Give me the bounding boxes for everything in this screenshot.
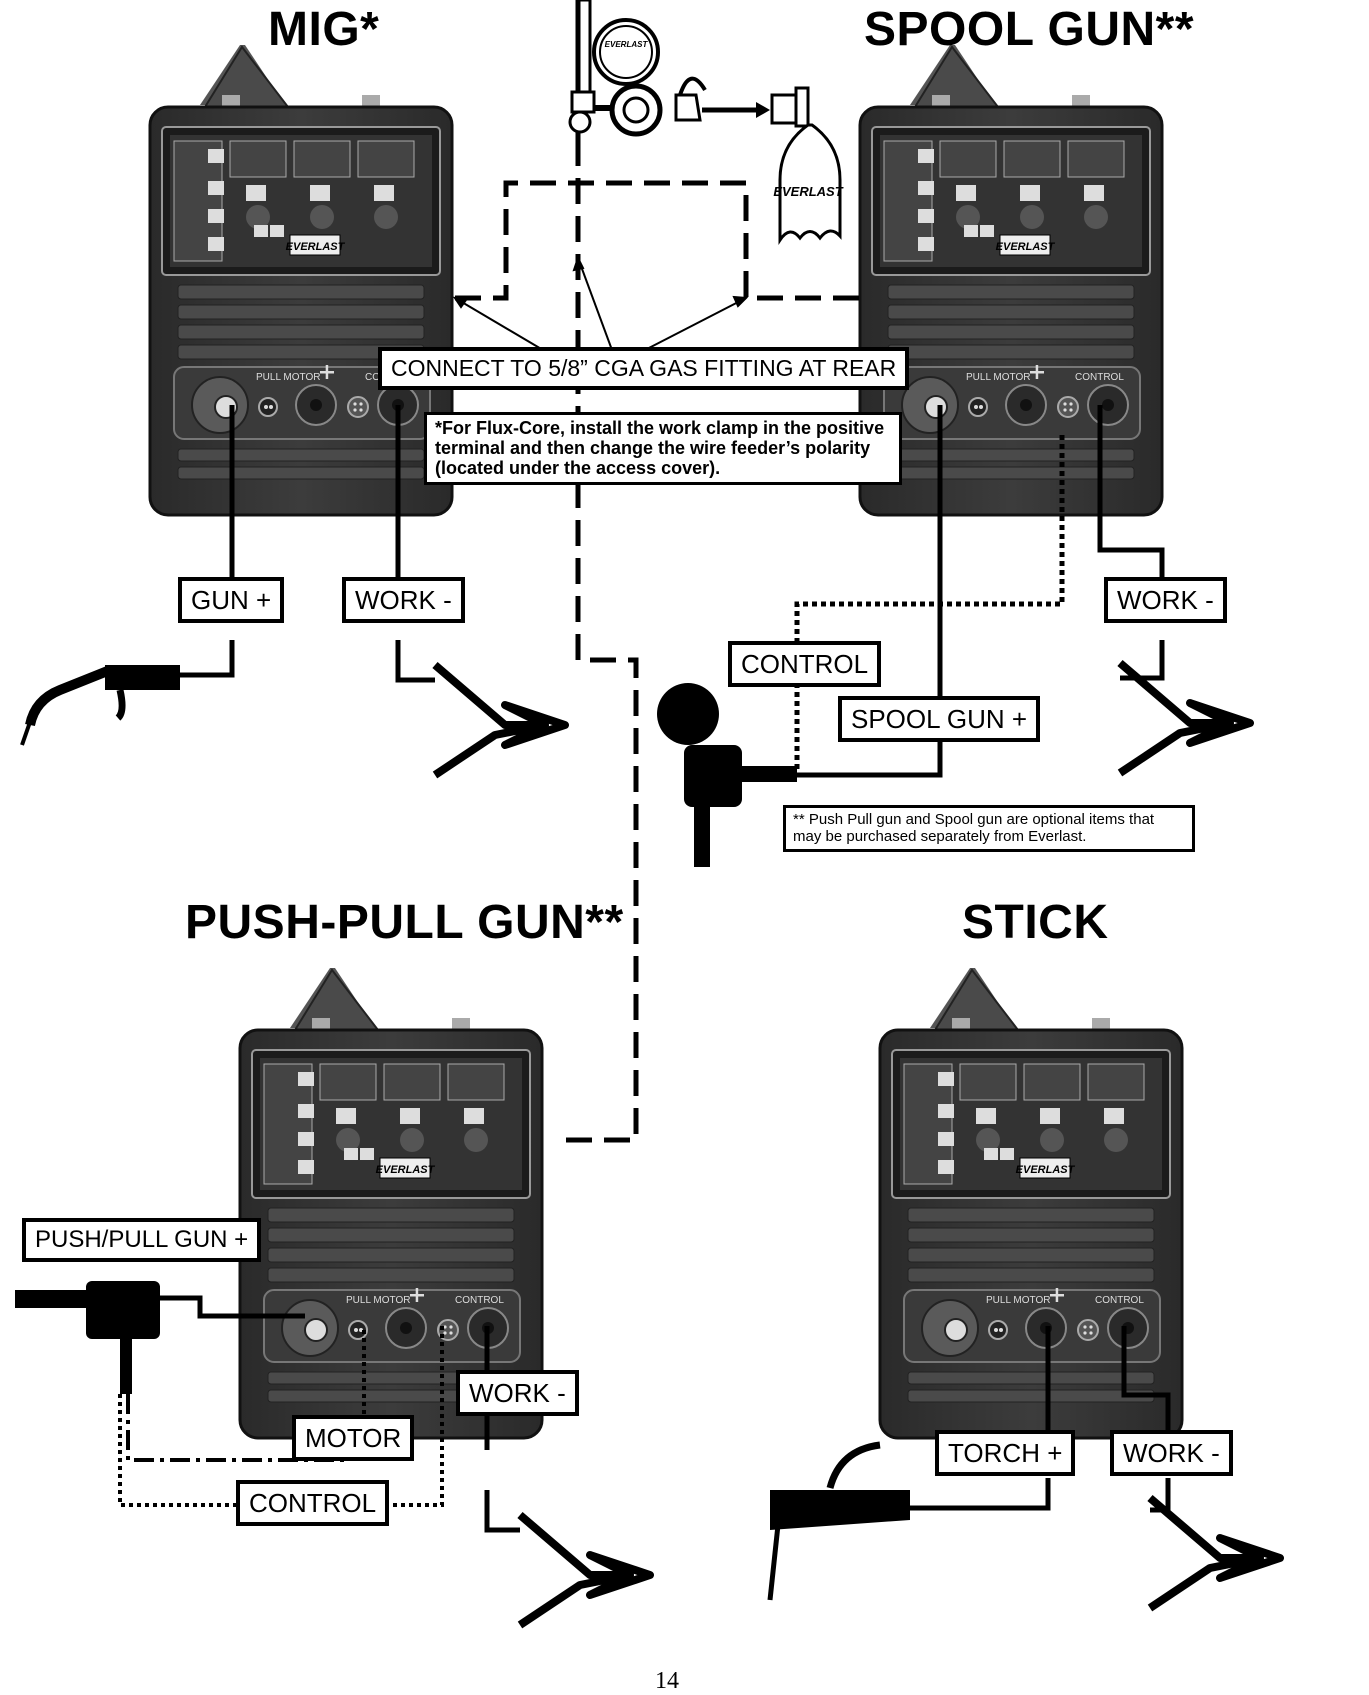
stick-cables [908, 1326, 1171, 1513]
title-push-pull-gun: PUSH-PULL GUN** [185, 896, 624, 949]
flux-core-note: *For Flux-Core, install the work clamp i… [424, 412, 902, 486]
mig-cables [180, 405, 435, 683]
mig-gun [20, 665, 180, 746]
gas-cylinder: EVERLAST [770, 86, 844, 245]
optional-items-note: ** Push Pull gun and Spool gun are optio… [783, 805, 1195, 852]
label-work-pushpull: WORK - [456, 1370, 579, 1416]
label-work-stick: WORK - [1110, 1430, 1233, 1476]
svg-text:EVERLAST: EVERLAST [605, 40, 649, 49]
label-torch-plus: TORCH + [935, 1430, 1076, 1476]
pushpull-control-line [390, 1326, 444, 1507]
svg-text:EVERLAST: EVERLAST [773, 184, 843, 199]
page-number: 14 [655, 1668, 679, 1694]
welder-mig [148, 43, 454, 517]
title-spool-gun: SPOOL GUN** [864, 3, 1195, 56]
welder-pushpull [238, 966, 544, 1440]
title-stick: STICK [962, 896, 1109, 949]
label-motor: MOTOR [292, 1415, 415, 1461]
gas-arrows [452, 255, 749, 351]
label-gun-plus: GUN + [178, 577, 285, 623]
spool-control-line [794, 435, 1065, 770]
gas-lines [455, 140, 860, 1143]
welder-stick [878, 966, 1184, 1440]
gas-fitting-note: CONNECT TO 5/8” CGA GAS FITTING AT REAR [378, 347, 910, 390]
title-mig: MIG* [268, 3, 380, 56]
label-control-spool: CONTROL [728, 641, 882, 687]
gas-regulator: EVERLAST [568, 0, 770, 140]
pushpull-work-clamp [520, 1515, 650, 1625]
spool-gun-icon [657, 683, 797, 867]
label-push-pull-gun-plus: PUSH/PULL GUN + [22, 1218, 262, 1262]
welder-spool [858, 43, 1164, 517]
push-pull-gun-icon [15, 1281, 160, 1394]
stick-torch-icon [767, 1441, 910, 1601]
spool-work-clamp [1120, 663, 1250, 773]
stick-work-clamp [1150, 1498, 1280, 1608]
label-spool-gun-plus: SPOOL GUN + [838, 696, 1041, 742]
label-work-mig: WORK - [342, 577, 465, 623]
mig-work-clamp [435, 665, 565, 775]
label-control-pushpull: CONTROL [236, 1480, 390, 1526]
pushpull-control-line-2 [118, 1394, 238, 1507]
label-work-spool: WORK - [1104, 577, 1227, 623]
pushpull-motor-line-2 [126, 1394, 350, 1462]
